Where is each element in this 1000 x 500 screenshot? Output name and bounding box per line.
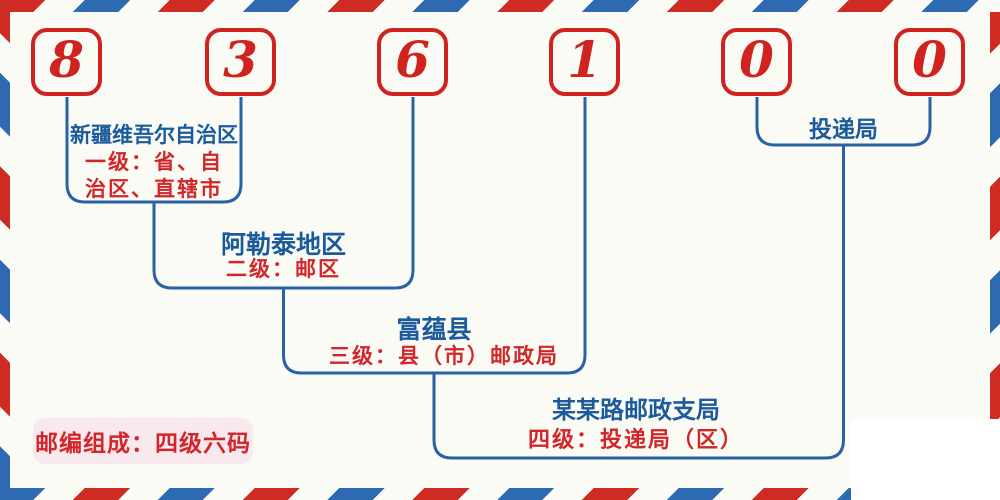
airmail-border-bottom: [0, 488, 1000, 500]
digit-box-5: 0: [721, 28, 792, 96]
bracket-level4: [432, 145, 845, 460]
digit-box-6: 0: [894, 28, 965, 96]
digit-box-3: 6: [377, 28, 448, 96]
airmail-border-top: [0, 0, 1000, 12]
bracket-delivery: [755, 97, 932, 147]
level2-desc: 二级：邮区: [226, 257, 341, 281]
delivery-office-label: 投递局: [809, 117, 878, 143]
digit-box-2: 3: [205, 28, 276, 96]
badge-text: 邮编组成：四级六码: [35, 431, 251, 457]
airmail-border-right: [990, 0, 1000, 500]
bottom-right-white-patch: [851, 419, 1000, 500]
level4-desc: 四级：投递局（区）: [527, 428, 744, 453]
level2-region-name: 阿勒泰地区: [220, 230, 346, 259]
digit-box-4: 1: [549, 28, 620, 96]
level1-region-name: 新疆维吾尔自治区: [70, 123, 238, 147]
airmail-border-left: [0, 0, 10, 500]
level1-desc-line1: 一级：省、自: [85, 150, 223, 174]
level3-desc: 三级：县（市）邮政局: [329, 344, 559, 368]
digit-box-1: 8: [31, 28, 102, 96]
level1-desc-line2: 治区、直辖市: [85, 177, 223, 201]
level3-region-name: 富蕴县: [396, 315, 472, 344]
postal-code-composition-badge: 邮编组成：四级六码: [33, 418, 253, 464]
level4-branch-name: 某某路邮政支局: [552, 396, 720, 424]
